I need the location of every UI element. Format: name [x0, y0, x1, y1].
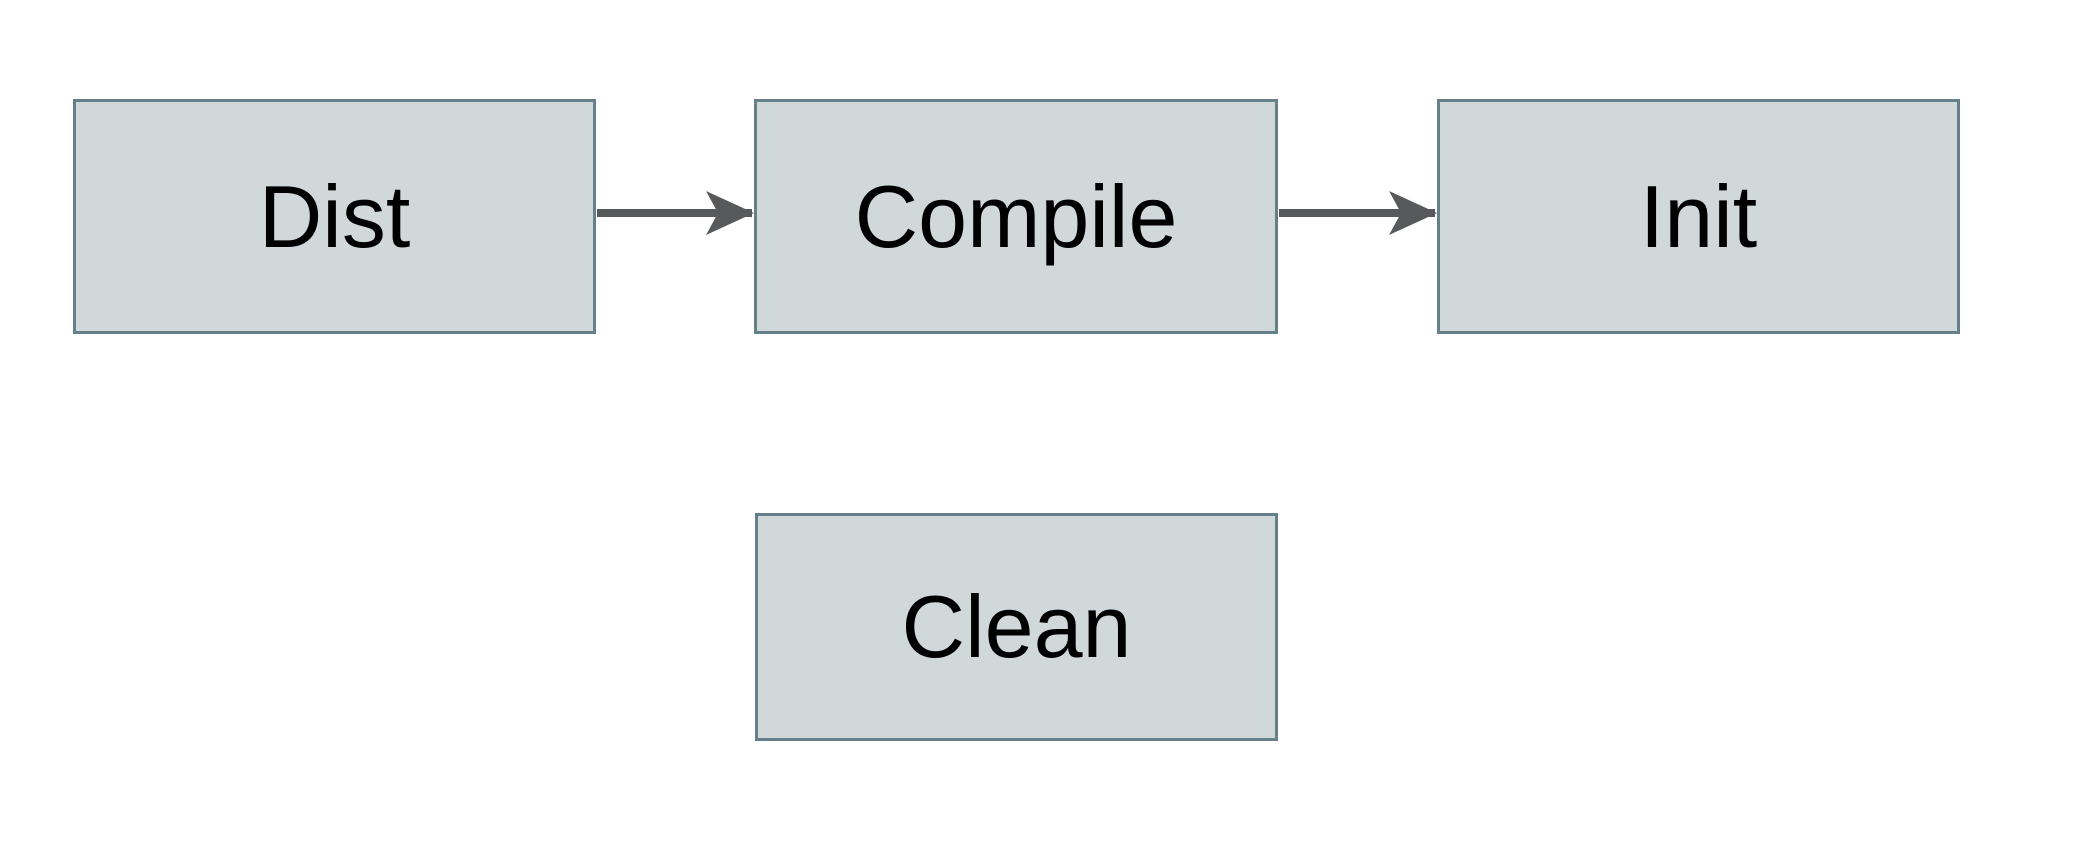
node-compile: Compile — [754, 99, 1278, 334]
node-clean: Clean — [755, 513, 1278, 741]
node-dist: Dist — [73, 99, 596, 334]
node-compile-label: Compile — [854, 166, 1178, 266]
node-dist-label: Dist — [258, 166, 411, 266]
node-init: Init — [1437, 99, 1960, 334]
node-clean-label: Clean — [901, 577, 1132, 676]
node-init-label: Init — [1639, 166, 1758, 266]
